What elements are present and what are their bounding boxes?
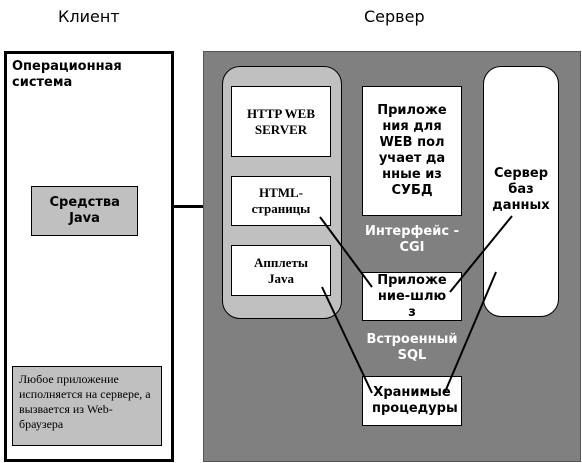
html-to-gateway-line [319,216,373,288]
stored-to-db-line [444,271,497,393]
stored-procedures-box: Хранимые процедуры [362,376,462,426]
gateway-app-box: Приложение-шлюз [362,272,462,321]
http-server-label: HTTP WEB SERVER [246,105,316,137]
stored-procedures-label: Хранимые процедуры [372,385,458,416]
client-note-box: Любое приложение исполняется на сервере,… [12,366,162,446]
html-pages-box: HTML-страницы [231,176,331,226]
gateway-app-label: Приложение-шлюз [377,272,447,320]
os-label: Операционная система [12,59,122,90]
embedded-sql-label: Встроенный SQL [366,332,458,363]
java-tools-box: Средства Java [31,186,138,236]
applets-label: Апплеты Java [254,254,308,286]
client-heading: Клиент [58,7,120,26]
web-app-box: Приложения для WEB получает данные из СУ… [362,86,462,216]
db-server-label: Сервер баз данных [492,166,550,213]
web-app-label: Приложения для WEB получает данные из СУ… [377,103,447,198]
cgi-interface-label: Интерфейс - CGI [365,224,459,255]
applets-to-stored-line [321,286,373,394]
html-pages-label: HTML-страницы [251,185,311,216]
gateway-to-db-line [449,215,513,293]
applets-box: Апплеты Java [231,245,331,296]
server-heading: Сервер [364,7,425,26]
java-tools-label: Средства Java [49,195,120,226]
client-server-link [174,205,203,208]
http-server-box: HTTP WEB SERVER [231,86,331,157]
